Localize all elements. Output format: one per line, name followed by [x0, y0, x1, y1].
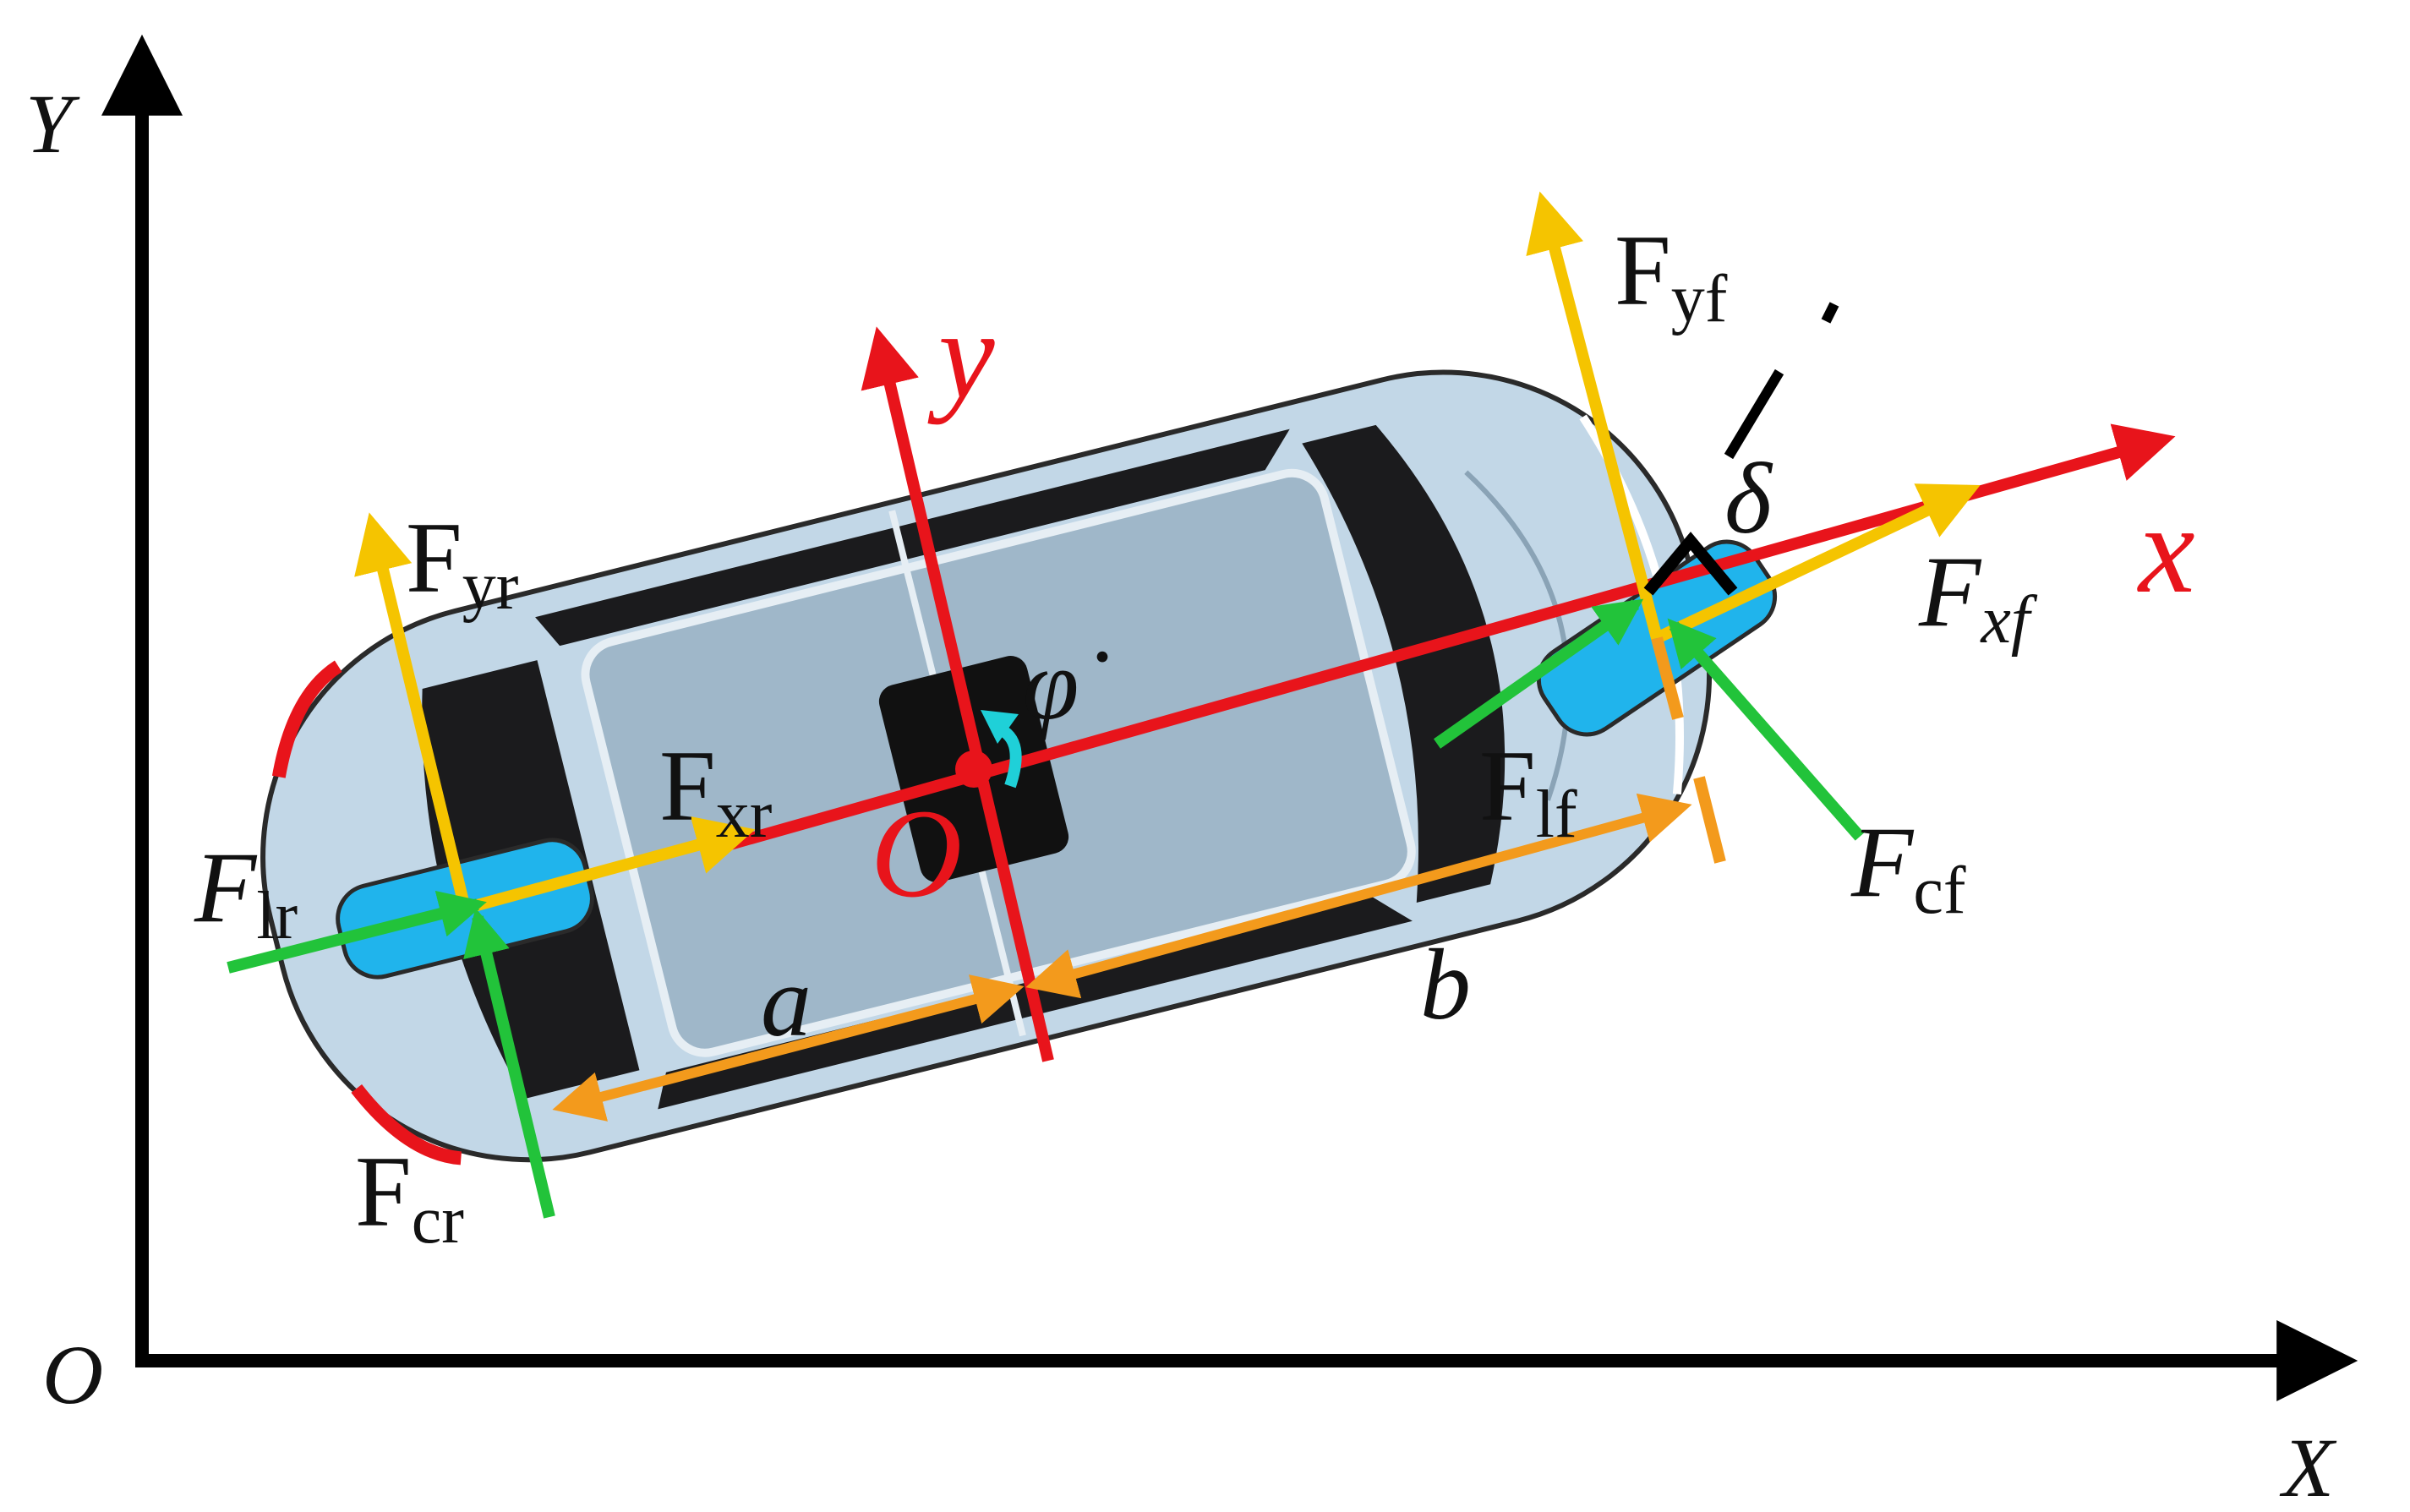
- force-label-Flf: Flf: [1479, 729, 1577, 852]
- front-longitudinal-frame-arrow: [1654, 483, 1981, 644]
- center-of-mass: [955, 751, 992, 788]
- body-y-label: y: [927, 285, 995, 425]
- rear-longitudinal-tire-force: [227, 890, 487, 974]
- force-label-Fxf: Fxf: [1918, 535, 2038, 658]
- rear-cornering-tire-force: [463, 908, 555, 1219]
- rear-longitudinal-frame-arrow: [463, 816, 756, 914]
- dimension-a: [552, 974, 1025, 1122]
- dimension-a-label: a: [761, 945, 812, 1057]
- front-longitudinal-tire-force: [1433, 598, 1644, 749]
- force-label-Fyr: Fyr: [406, 501, 518, 624]
- rear-wheel-forces: [227, 512, 756, 1219]
- global-axes: [101, 34, 2358, 1401]
- global-y-label: Y: [25, 77, 80, 171]
- front-lateral-frame-arrow: [1526, 191, 1663, 640]
- force-label-Flr: Flr: [194, 831, 298, 953]
- tail-light-top: [271, 660, 342, 778]
- hood-line: [1464, 470, 1571, 801]
- side-window-top: [535, 428, 1290, 647]
- force-label-Fcr: Fcr: [355, 1135, 464, 1258]
- front-windshield: [1302, 424, 1506, 903]
- front-wheel-forces: [1433, 191, 1981, 841]
- rear-lateral-frame-arrow: [354, 512, 471, 910]
- steer-angle-mark: [1643, 532, 1738, 596]
- global-origin-label: O: [42, 1328, 103, 1422]
- dimension-b-end-tick: [1693, 776, 1726, 864]
- tail-light-bottom: [351, 1084, 462, 1165]
- dimension-b: [1025, 793, 1692, 999]
- body-origin-label: O: [871, 783, 962, 924]
- force-label-Fyf: Fyf: [1615, 214, 1728, 336]
- steer-angle-dot: [1821, 302, 1839, 324]
- body-x-label: x: [2137, 479, 2195, 620]
- steer-angle-line: [1724, 368, 1784, 460]
- steer-angle-label: δ: [1724, 442, 1773, 554]
- dimension-lines: [552, 776, 1726, 1122]
- force-label-Fxr: Fxr: [659, 729, 772, 852]
- front-cornering-tire-force: [1667, 618, 1865, 841]
- front-wheel-tick: [1651, 636, 1684, 720]
- yaw-rate-arrowhead: [981, 710, 1019, 744]
- global-x-label: X: [2279, 1421, 2337, 1512]
- body-y-axis: [861, 326, 1054, 1062]
- dimension-b-label: b: [1420, 928, 1471, 1040]
- force-label-Fcf: Fcf: [1850, 805, 1966, 928]
